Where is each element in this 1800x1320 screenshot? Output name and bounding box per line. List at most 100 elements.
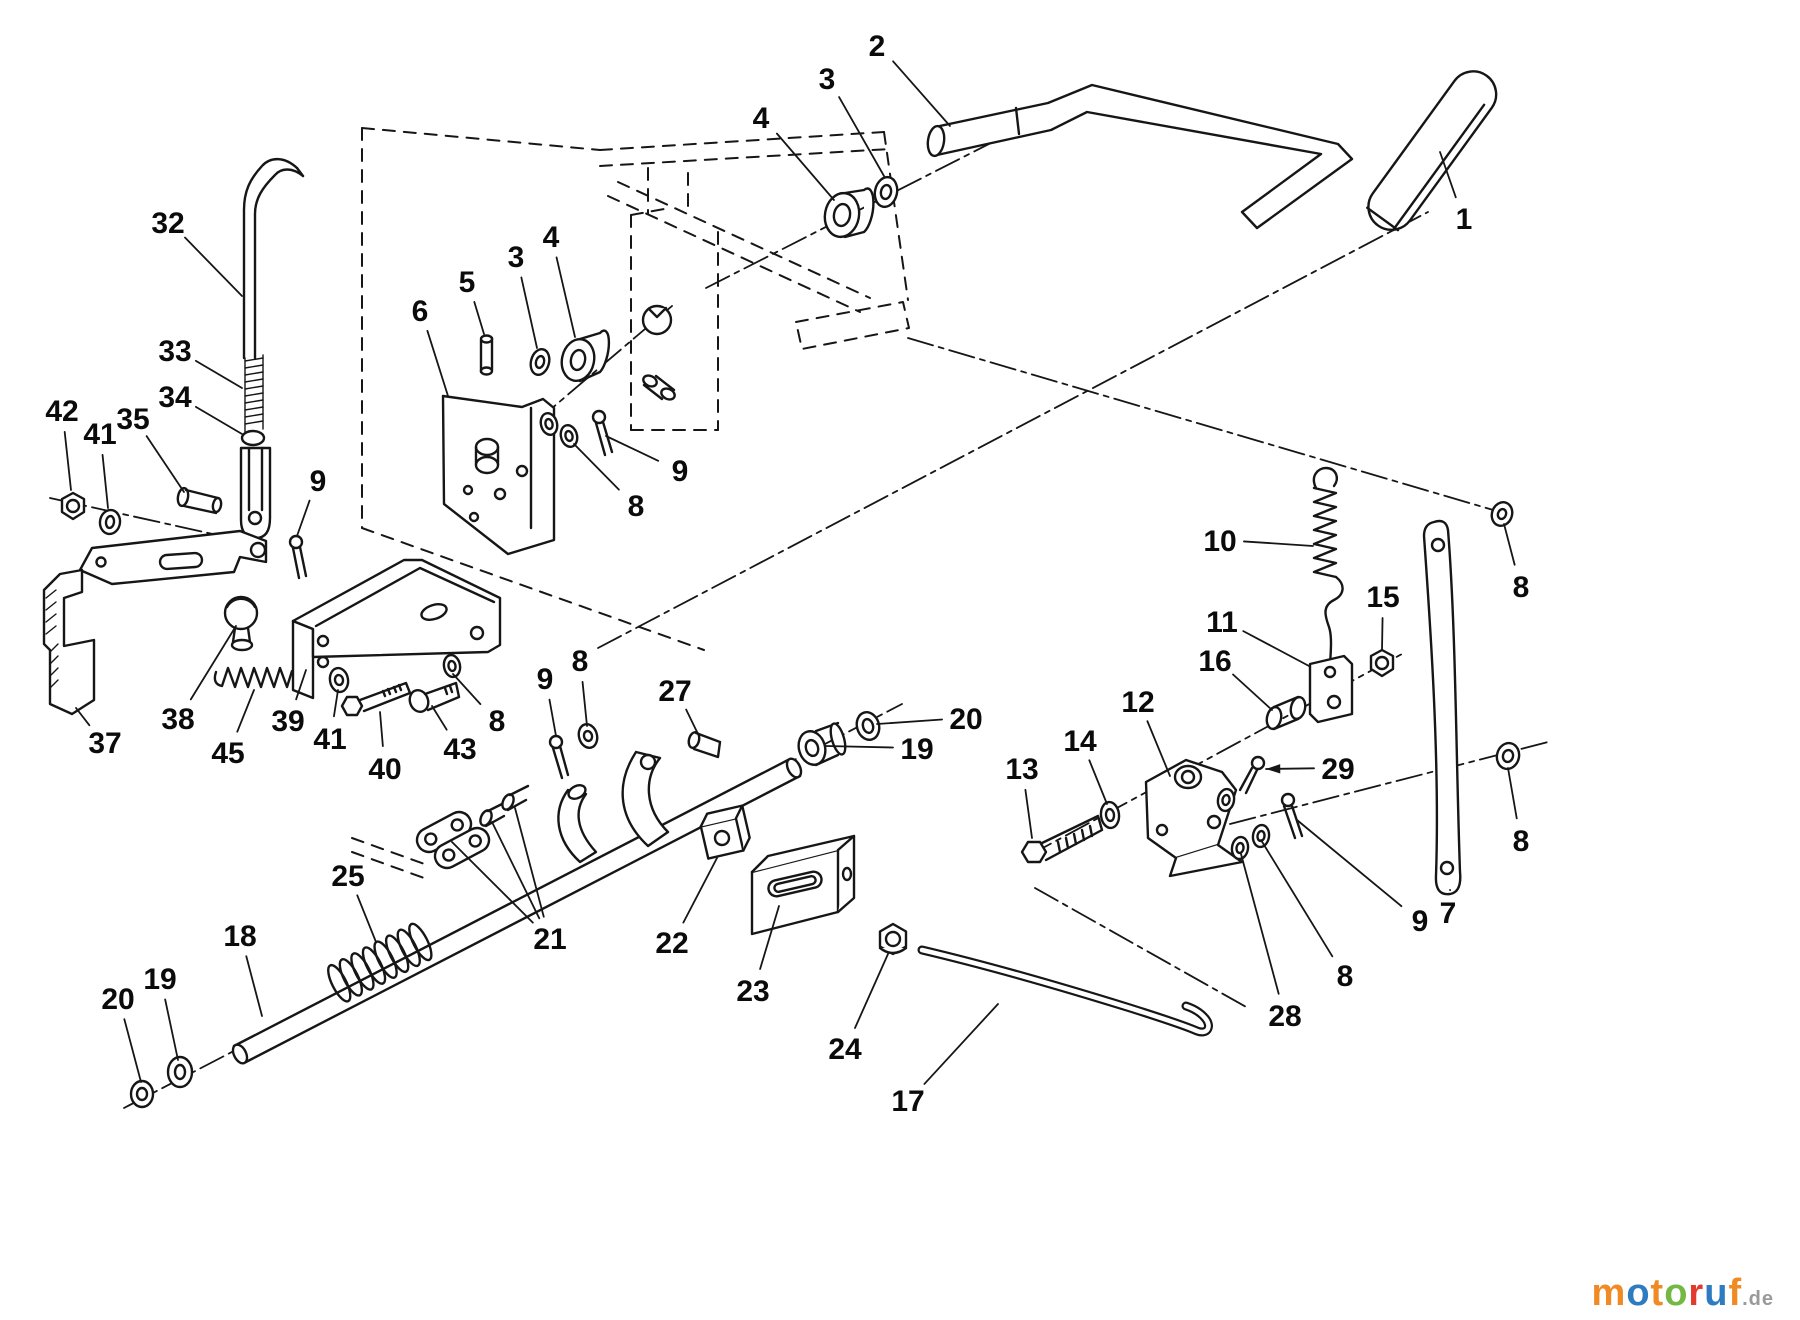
part-9-cotter-pin-right bbox=[1280, 792, 1304, 840]
part-number-41: 41 bbox=[313, 723, 346, 756]
leader-line-2 bbox=[892, 60, 951, 127]
leader-line-8 bbox=[1503, 523, 1516, 566]
part-number-37: 37 bbox=[88, 727, 121, 760]
part-14-washer bbox=[1099, 800, 1121, 830]
leader-line-9 bbox=[1296, 819, 1403, 908]
leader-line-12 bbox=[1146, 720, 1171, 777]
leader-line-8 bbox=[1260, 839, 1334, 958]
leader-line-11 bbox=[1242, 630, 1310, 667]
part-number-3: 3 bbox=[508, 241, 525, 274]
leader-line-14 bbox=[1088, 759, 1108, 805]
part-20-ring-leftend bbox=[129, 1079, 155, 1109]
part-1-handle-grip bbox=[1366, 70, 1498, 232]
part-6-mounting-plate bbox=[441, 394, 556, 556]
part-13-bolt bbox=[1020, 814, 1104, 864]
part-number-15: 15 bbox=[1366, 581, 1399, 614]
leader-line-33 bbox=[194, 359, 243, 389]
part-number-9: 9 bbox=[310, 465, 327, 498]
leader-line-5 bbox=[473, 301, 485, 335]
part-24-nut bbox=[878, 922, 908, 956]
part-number-23: 23 bbox=[736, 975, 769, 1008]
watermark-text: motoruf.de bbox=[1592, 1272, 1774, 1314]
part-19-washer-leftend bbox=[166, 1055, 194, 1089]
leader-line-17 bbox=[923, 1003, 999, 1085]
part-25-spring-coil bbox=[327, 922, 433, 1003]
part-32-lift-rod bbox=[242, 157, 305, 360]
leader-line-15 bbox=[1381, 617, 1384, 651]
part-number-19: 19 bbox=[143, 963, 176, 996]
part-number-4: 4 bbox=[543, 221, 560, 254]
leader-line-9 bbox=[605, 435, 660, 462]
part-9-cotter-pin-left bbox=[288, 534, 308, 580]
watermark-letter: u bbox=[1704, 1272, 1729, 1314]
part-number-11: 11 bbox=[1206, 606, 1238, 639]
leader-line-35 bbox=[145, 435, 185, 493]
watermark-letter: m bbox=[1591, 1272, 1627, 1314]
watermark-letter: t bbox=[1650, 1272, 1665, 1314]
part-number-14: 14 bbox=[1063, 725, 1097, 758]
part-9-cotter-pin-center bbox=[548, 734, 570, 780]
leader-line-22 bbox=[682, 857, 718, 924]
part-number-8: 8 bbox=[1513, 571, 1530, 604]
part-number-42: 42 bbox=[45, 395, 78, 428]
part-number-43: 43 bbox=[443, 733, 476, 766]
leader-line-3 bbox=[520, 276, 538, 349]
leader-line-45 bbox=[236, 689, 255, 733]
part-35-clevis-pin bbox=[176, 486, 223, 515]
part-11-spring-bracket bbox=[1308, 654, 1354, 724]
clevis-yoke bbox=[239, 446, 272, 540]
part-18-shaft bbox=[231, 757, 803, 1065]
part-number-16: 16 bbox=[1198, 645, 1231, 678]
leader-line-41 bbox=[101, 453, 109, 509]
leader-line-4 bbox=[555, 256, 576, 338]
watermark-letter: r bbox=[1688, 1272, 1705, 1314]
part-10-extension-spring bbox=[1312, 466, 1344, 667]
part-number-5: 5 bbox=[459, 266, 476, 299]
part-number-41: 41 bbox=[83, 418, 116, 451]
part-number-20: 20 bbox=[949, 703, 982, 736]
part-22-square-nut bbox=[699, 804, 751, 860]
part-number-38: 38 bbox=[161, 703, 194, 736]
part-4-bushing-mid bbox=[560, 329, 611, 383]
part-40-bolt bbox=[340, 681, 412, 717]
part-number-4: 4 bbox=[753, 102, 770, 135]
leader-line-8 bbox=[1507, 767, 1518, 820]
part-41-washer-bracket bbox=[328, 666, 350, 694]
leader-line-9 bbox=[548, 698, 557, 737]
leader-line-28 bbox=[1240, 853, 1280, 995]
part-number-9: 9 bbox=[537, 663, 554, 696]
frame-hole-detail bbox=[641, 304, 676, 401]
leader-line-18 bbox=[245, 955, 263, 1017]
part-42-nut bbox=[60, 491, 86, 521]
part-number-24: 24 bbox=[828, 1033, 862, 1066]
part-number-7: 7 bbox=[1440, 897, 1457, 930]
watermark-logo[interactable]: motoruf.de bbox=[1592, 1274, 1774, 1312]
part-number-6: 6 bbox=[412, 295, 429, 328]
part-4-bushing-upper bbox=[823, 187, 875, 239]
leader-line-9 bbox=[296, 499, 311, 537]
leader-line-25 bbox=[356, 894, 377, 943]
shaft-lift-yokes bbox=[557, 750, 670, 864]
hidden-frame-outline bbox=[351, 127, 910, 879]
part-number-3: 3 bbox=[819, 63, 836, 96]
leader-line-42 bbox=[63, 430, 72, 491]
part-7-brake-lever bbox=[1422, 519, 1462, 896]
part-number-28: 28 bbox=[1268, 1000, 1301, 1033]
part-number-12: 12 bbox=[1121, 686, 1154, 719]
part-8-washer-farright bbox=[1495, 741, 1521, 771]
part-29-cotter-pin bbox=[1238, 755, 1266, 795]
leader-line-10 bbox=[1243, 540, 1314, 547]
leader-line-20 bbox=[123, 1018, 142, 1083]
part-number-8: 8 bbox=[572, 645, 589, 678]
part-41-washer-left bbox=[98, 508, 122, 536]
leader-line-3 bbox=[838, 96, 885, 177]
leader-line-37 bbox=[75, 707, 91, 727]
part-28-washer bbox=[1230, 835, 1250, 861]
clevis-pin-ring bbox=[249, 541, 267, 559]
part-33-threaded-section bbox=[244, 354, 264, 433]
part-number-39: 39 bbox=[271, 705, 304, 738]
part-37-bracket bbox=[42, 568, 96, 716]
part-8-washer-topright bbox=[1490, 501, 1514, 527]
watermark-letter: o bbox=[1626, 1272, 1651, 1314]
